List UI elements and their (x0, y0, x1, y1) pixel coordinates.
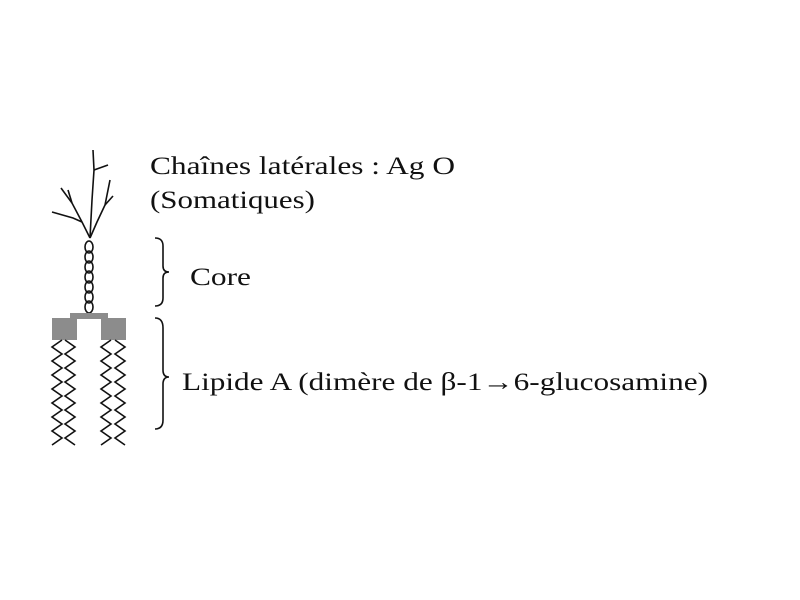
glucosamine-link (70, 313, 108, 319)
lipid-a-glucosamine-dimer (52, 313, 126, 340)
glucosamine-block-right (101, 318, 126, 340)
side-chains-label: Chaînes latérales : Ag O (150, 153, 455, 180)
side-chains-sublabel: (Somatiques) (150, 187, 315, 214)
lipid-a-brace (154, 317, 170, 430)
fatty-acid-tail (50, 339, 64, 446)
o-antigen-side-chains (51, 149, 114, 239)
core-sugar-unit (84, 290, 94, 304)
fatty-acid-tail (113, 339, 127, 446)
core-brace (154, 237, 170, 307)
fatty-acid-tail (63, 339, 77, 446)
core-sugar-unit (84, 270, 94, 284)
fatty-acid-tail (99, 339, 113, 446)
lipid-a-label: Lipide A (dimère de β-1→6-glucosamine) (182, 369, 708, 396)
fatty-acid-chains (50, 339, 127, 446)
core-label: Core (190, 264, 251, 291)
core-sugar-unit (84, 250, 94, 264)
glucosamine-block-left (52, 318, 77, 340)
core-sugar-unit (84, 260, 94, 274)
core-sugar-unit (84, 280, 94, 294)
core-sugar-unit (84, 240, 94, 254)
core-oligosaccharide-chain (84, 240, 94, 314)
